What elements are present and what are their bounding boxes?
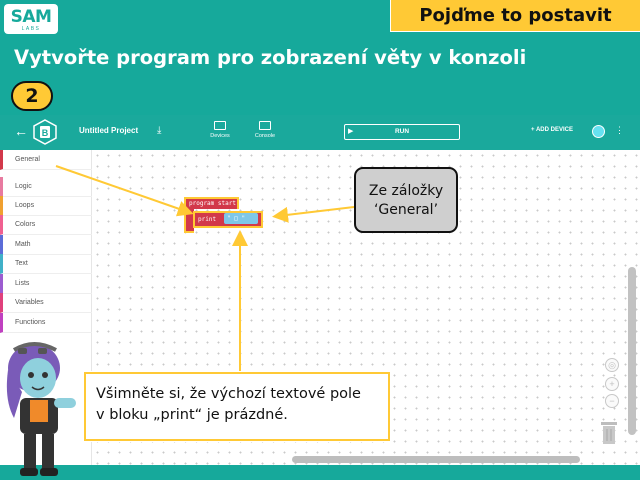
empty-string-field[interactable]: " □ " xyxy=(224,213,258,224)
download-icon[interactable]: ⤓ xyxy=(157,125,162,136)
category-functions[interactable]: Functions xyxy=(0,313,92,333)
zoom-out-icon[interactable]: − xyxy=(605,394,619,408)
add-device-button[interactable]: + ADD DEVICE xyxy=(531,127,573,133)
callout-empty-field-note: Všimněte si, že výchozí textové pole v b… xyxy=(84,372,390,441)
app-toolbar: ← B Untitled Project ⤓ Devices Console ▶… xyxy=(0,115,640,150)
banner-text: Pojďme to postavit xyxy=(419,5,612,26)
slide-title: Vytvořte program pro zobrazení věty v ko… xyxy=(14,46,527,69)
category-colors[interactable]: Colors xyxy=(0,215,92,235)
console-icon xyxy=(259,121,271,130)
arrow-callout-to-print xyxy=(272,206,355,223)
lesson-banner: Pojďme to postavit xyxy=(390,0,640,32)
project-name[interactable]: Untitled Project xyxy=(79,126,139,135)
blocks-app-icon: B xyxy=(33,119,57,145)
trash-icon[interactable] xyxy=(600,421,618,445)
play-icon: ▶ xyxy=(348,128,354,135)
run-label: RUN xyxy=(394,128,410,135)
category-logic[interactable]: Logic xyxy=(0,177,92,197)
callout-general-line2: ‘General’ xyxy=(373,202,439,218)
step-badge: 2 xyxy=(11,81,53,111)
category-loops[interactable]: Loops xyxy=(0,196,92,216)
logo-text: SAM xyxy=(10,7,52,27)
svg-text:B: B xyxy=(42,128,49,138)
sam-labs-logo: SAM LABS xyxy=(4,4,58,34)
devices-tab[interactable]: Devices xyxy=(200,121,240,139)
connection-status-icon[interactable] xyxy=(592,125,605,138)
callout-note-line1: Všimněte si, že výchozí textové pole xyxy=(96,386,361,402)
back-arrow-icon[interactable]: ← xyxy=(14,123,28,139)
run-button[interactable]: ▶ RUN xyxy=(344,124,460,140)
category-variables[interactable]: Variables xyxy=(0,293,92,313)
devices-icon xyxy=(214,121,226,130)
footer-strip xyxy=(0,465,640,480)
category-general[interactable]: General xyxy=(0,150,92,170)
console-tab[interactable]: Console xyxy=(245,121,285,139)
category-text[interactable]: Text xyxy=(0,254,92,274)
callout-general-tab: Ze záložky ‘General’ xyxy=(354,167,458,233)
devices-label: Devices xyxy=(210,133,230,139)
menu-icon[interactable]: ⋮ xyxy=(615,125,624,135)
zoom-in-icon[interactable]: + xyxy=(605,377,619,391)
callout-note-line2: v bloku „print“ je prázdné. xyxy=(96,407,288,423)
logo-subtext: LABS xyxy=(21,26,41,32)
mascot-character-icon xyxy=(6,342,76,476)
category-lists[interactable]: Lists xyxy=(0,274,92,294)
horizontal-scrollbar[interactable] xyxy=(292,456,580,463)
console-label: Console xyxy=(254,133,276,139)
arrow-general-to-block xyxy=(55,165,194,217)
callout-general-line1: Ze záložky xyxy=(368,183,444,199)
vertical-scrollbar[interactable] xyxy=(628,267,636,435)
program-start-stem xyxy=(184,209,194,233)
category-math[interactable]: Math xyxy=(0,235,92,255)
recenter-icon[interactable]: ◎ xyxy=(605,358,619,372)
